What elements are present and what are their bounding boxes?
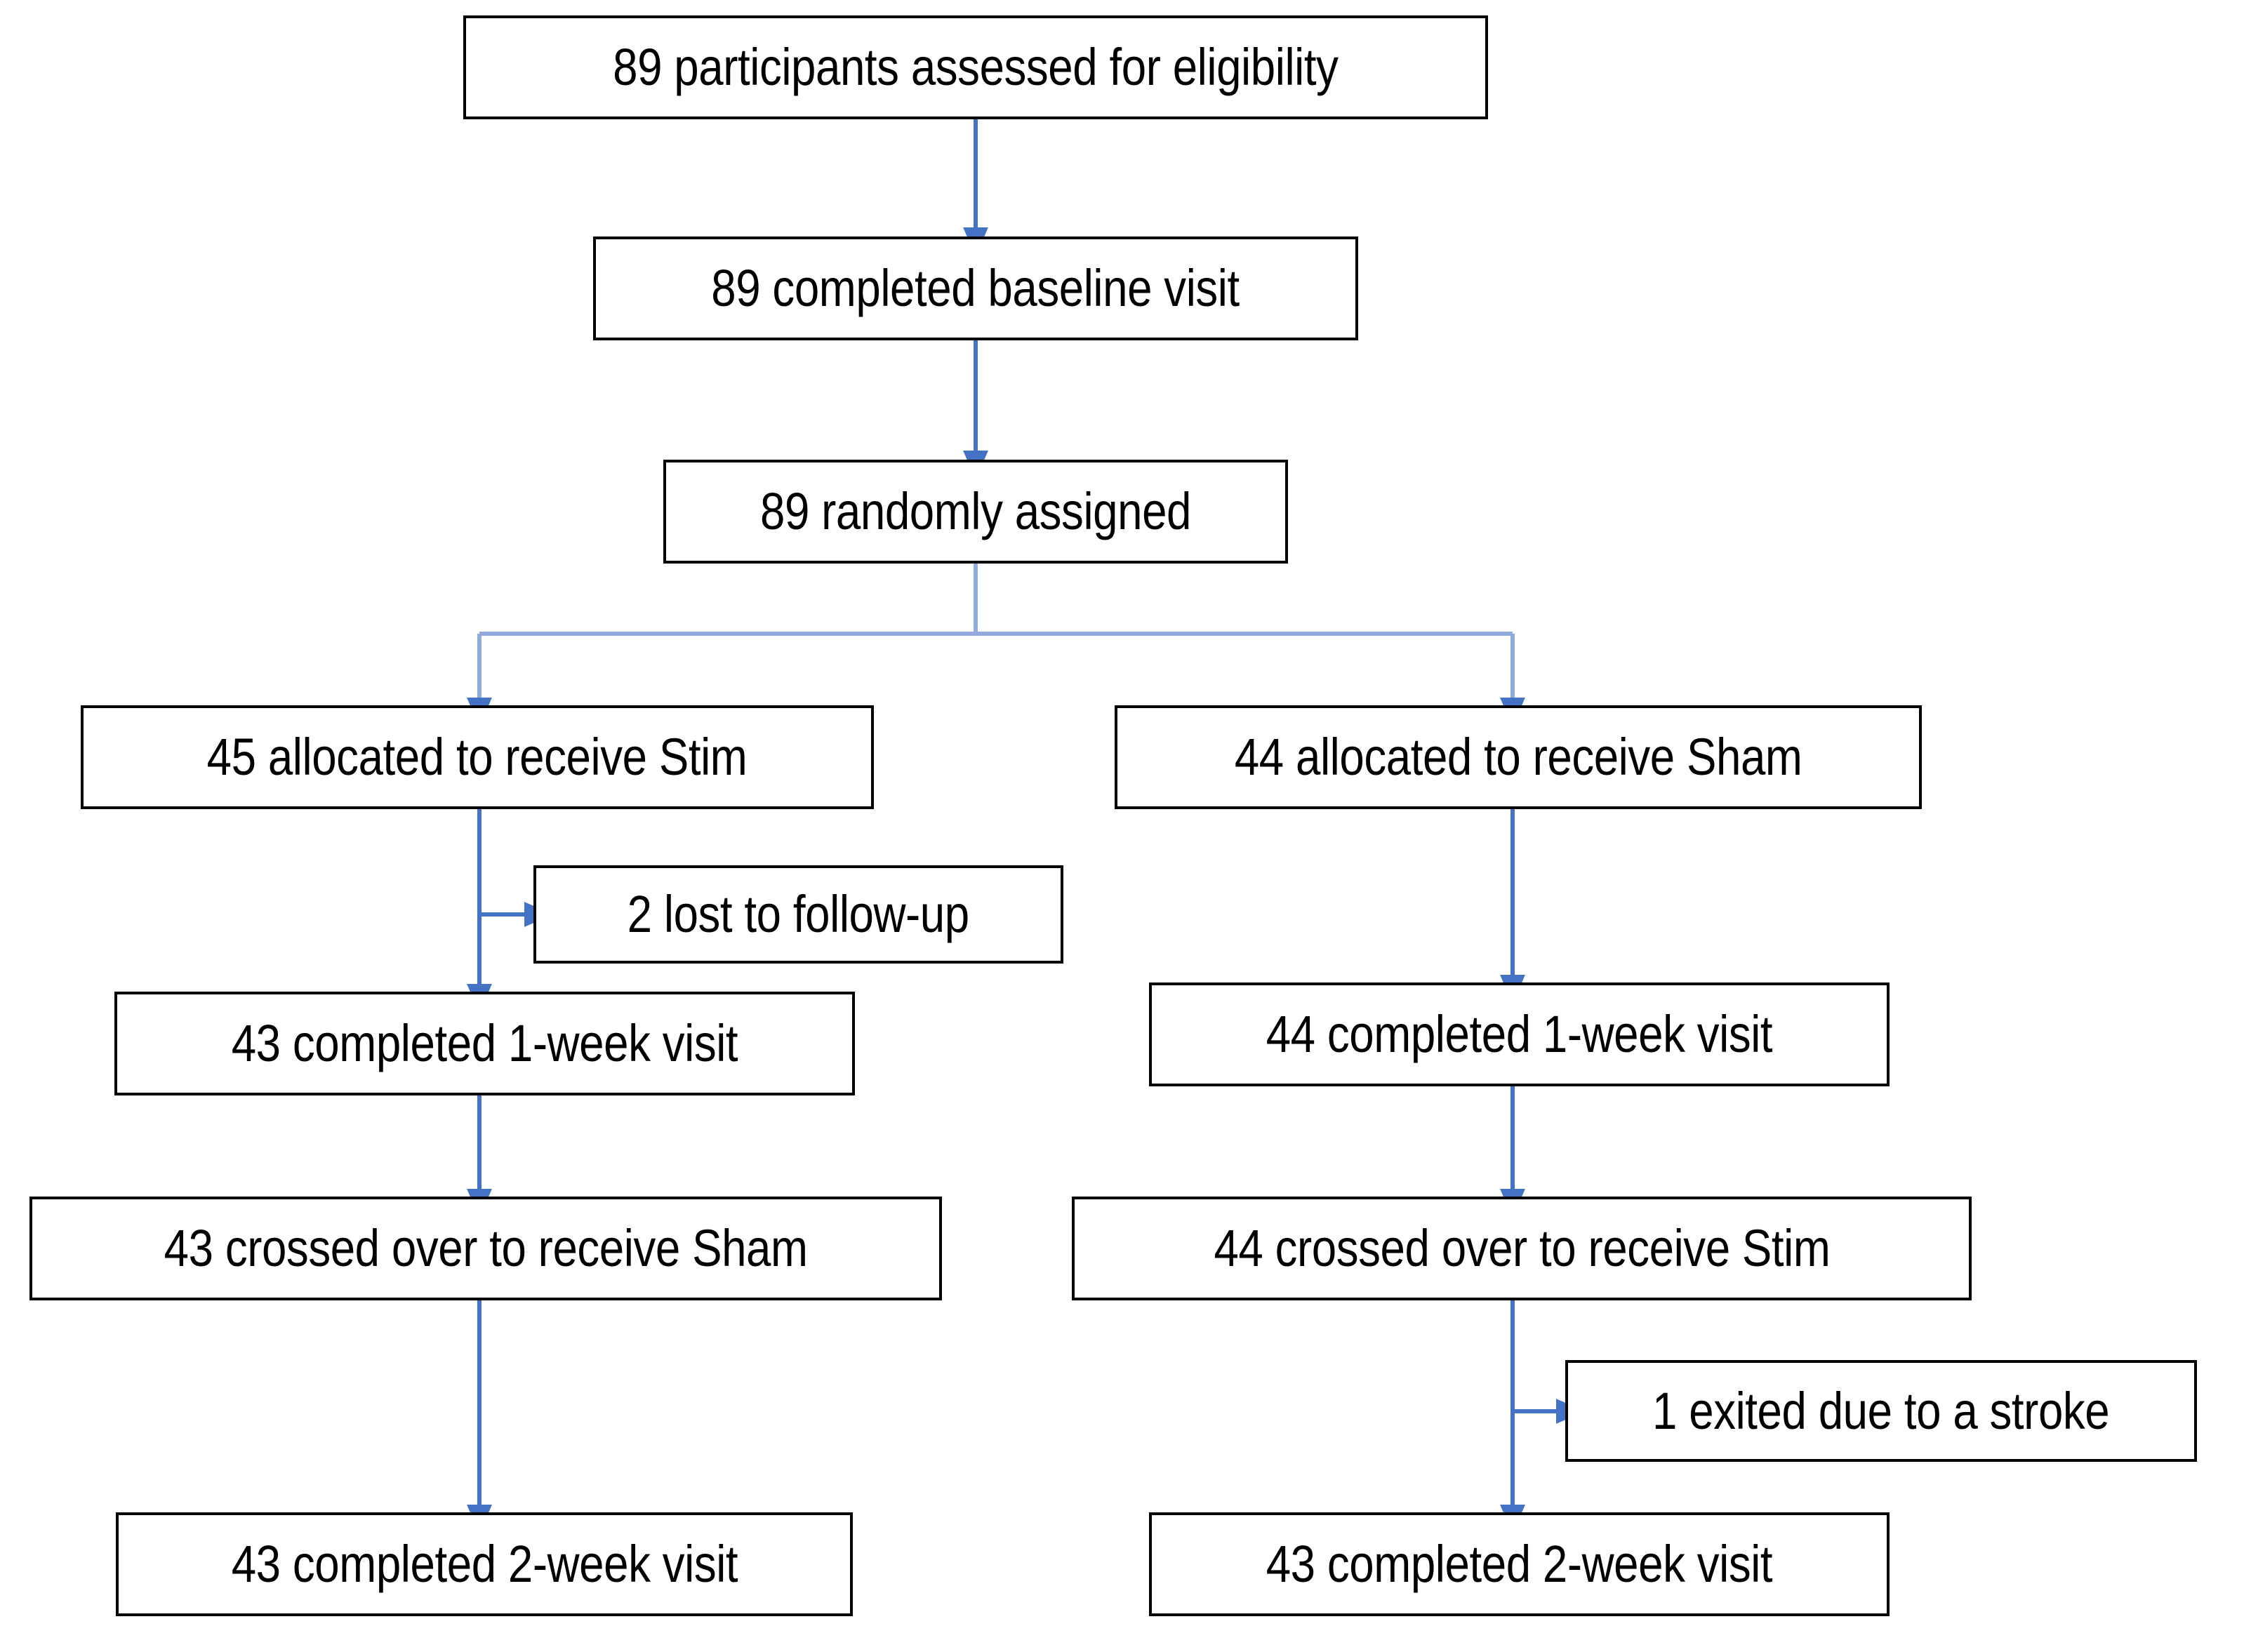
node-allocated-to-receive-sham: 44 allocated to receive Sham (1115, 705, 1922, 809)
node-stim-completed-1-week-visit: 43 completed 1-week visit (114, 992, 855, 1095)
node-label: 44 completed 1-week visit (1266, 1005, 1773, 1064)
node-label: 1 exited due to a stroke (1652, 1381, 2110, 1440)
node-stim-completed-2-week-visit: 43 completed 2-week visit (116, 1512, 853, 1616)
node-label: 43 completed 2-week visit (231, 1535, 738, 1594)
node-exited-due-to-a-stroke: 1 exited due to a stroke (1565, 1360, 2197, 1462)
node-label: 89 randomly assigned (759, 482, 1192, 541)
node-label: 43 completed 1-week visit (231, 1014, 738, 1073)
node-label: 89 completed baseline visit (711, 259, 1240, 318)
node-label: 45 allocated to receive Stim (207, 728, 748, 787)
node-crossed-over-to-receive-stim: 44 crossed over to receive Stim (1072, 1197, 1972, 1300)
node-completed-baseline-visit: 89 completed baseline visit (593, 237, 1358, 340)
node-label: 44 crossed over to receive Stim (1213, 1219, 1831, 1278)
node-label: 2 lost to follow-up (627, 885, 970, 944)
node-randomly-assigned: 89 randomly assigned (663, 460, 1288, 564)
node-sham-completed-1-week-visit: 44 completed 1-week visit (1149, 982, 1890, 1086)
node-label: 44 allocated to receive Sham (1234, 728, 1802, 787)
node-assessed-for-eligibility: 89 participants assessed for eligibility (463, 15, 1488, 119)
node-label: 89 participants assessed for eligibility (613, 38, 1339, 97)
node-crossed-over-to-receive-sham: 43 crossed over to receive Sham (29, 1197, 942, 1300)
node-sham-completed-2-week-visit: 43 completed 2-week visit (1149, 1512, 1890, 1616)
node-label: 43 crossed over to receive Sham (164, 1219, 808, 1278)
node-label: 43 completed 2-week visit (1266, 1535, 1773, 1594)
node-allocated-to-receive-stim: 45 allocated to receive Stim (81, 705, 874, 809)
node-lost-to-follow-up: 2 lost to follow-up (533, 865, 1063, 964)
